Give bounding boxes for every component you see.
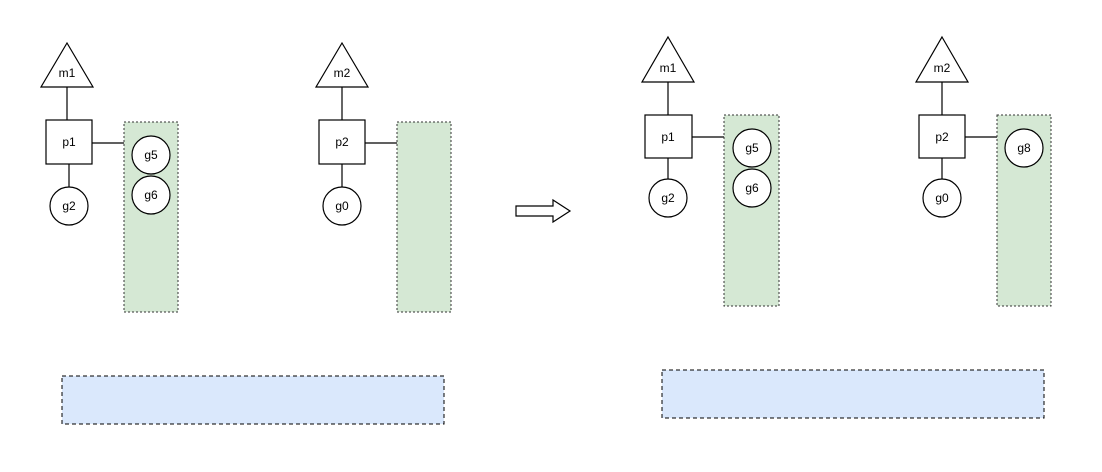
machine-m2-triangle [314, 41, 370, 88]
goroutine-circle [1004, 128, 1044, 168]
after-state: m1 p1 g2 g5 g6 m2 p2 g0 g8 [640, 35, 1052, 419]
machine-m2-label: m2 [334, 66, 351, 80]
goroutine-circle [732, 168, 772, 208]
machine-m1-label: m1 [59, 66, 76, 80]
goroutine-circle [648, 178, 688, 218]
before-state: m1 p1 g2 g5 g6 m2 p2 g0 [39, 41, 452, 425]
running-goroutine-label: g2 [661, 191, 675, 205]
goroutine-circle [922, 178, 962, 218]
queued-goroutine-label: g5 [144, 148, 158, 162]
goroutine-circle [732, 128, 772, 168]
machine-m1-triangle [640, 35, 696, 83]
processor-p2-box [318, 119, 366, 165]
running-goroutine-label: g0 [935, 191, 949, 205]
processor-p2-label: p2 [935, 130, 949, 144]
machine-m2-label: m2 [934, 61, 951, 75]
right-arrow-icon [515, 198, 572, 224]
goroutine-circle [131, 175, 171, 215]
global-run-queue [61, 375, 445, 425]
running-goroutine-label: g2 [62, 199, 76, 213]
goroutine-circle [322, 186, 362, 226]
global-run-queue [661, 369, 1045, 419]
goroutine-circle [49, 186, 89, 226]
queued-goroutine-label: g5 [745, 141, 759, 155]
local-run-queue-p2 [396, 121, 452, 313]
queued-goroutine-label: g6 [745, 181, 759, 195]
goroutine-circle [131, 135, 171, 175]
processor-p1-label: p1 [62, 135, 76, 149]
processor-p2-label: p2 [335, 135, 349, 149]
running-goroutine-label: g0 [335, 199, 349, 213]
machine-m1-triangle [39, 41, 95, 88]
processor-p1-label: p1 [661, 130, 675, 144]
queued-goroutine-label: g8 [1017, 141, 1031, 155]
machine-m2-triangle [914, 35, 970, 83]
queued-goroutine-label: g6 [144, 188, 158, 202]
machine-m1-label: m1 [660, 61, 677, 75]
processor-p2-box [918, 114, 966, 159]
